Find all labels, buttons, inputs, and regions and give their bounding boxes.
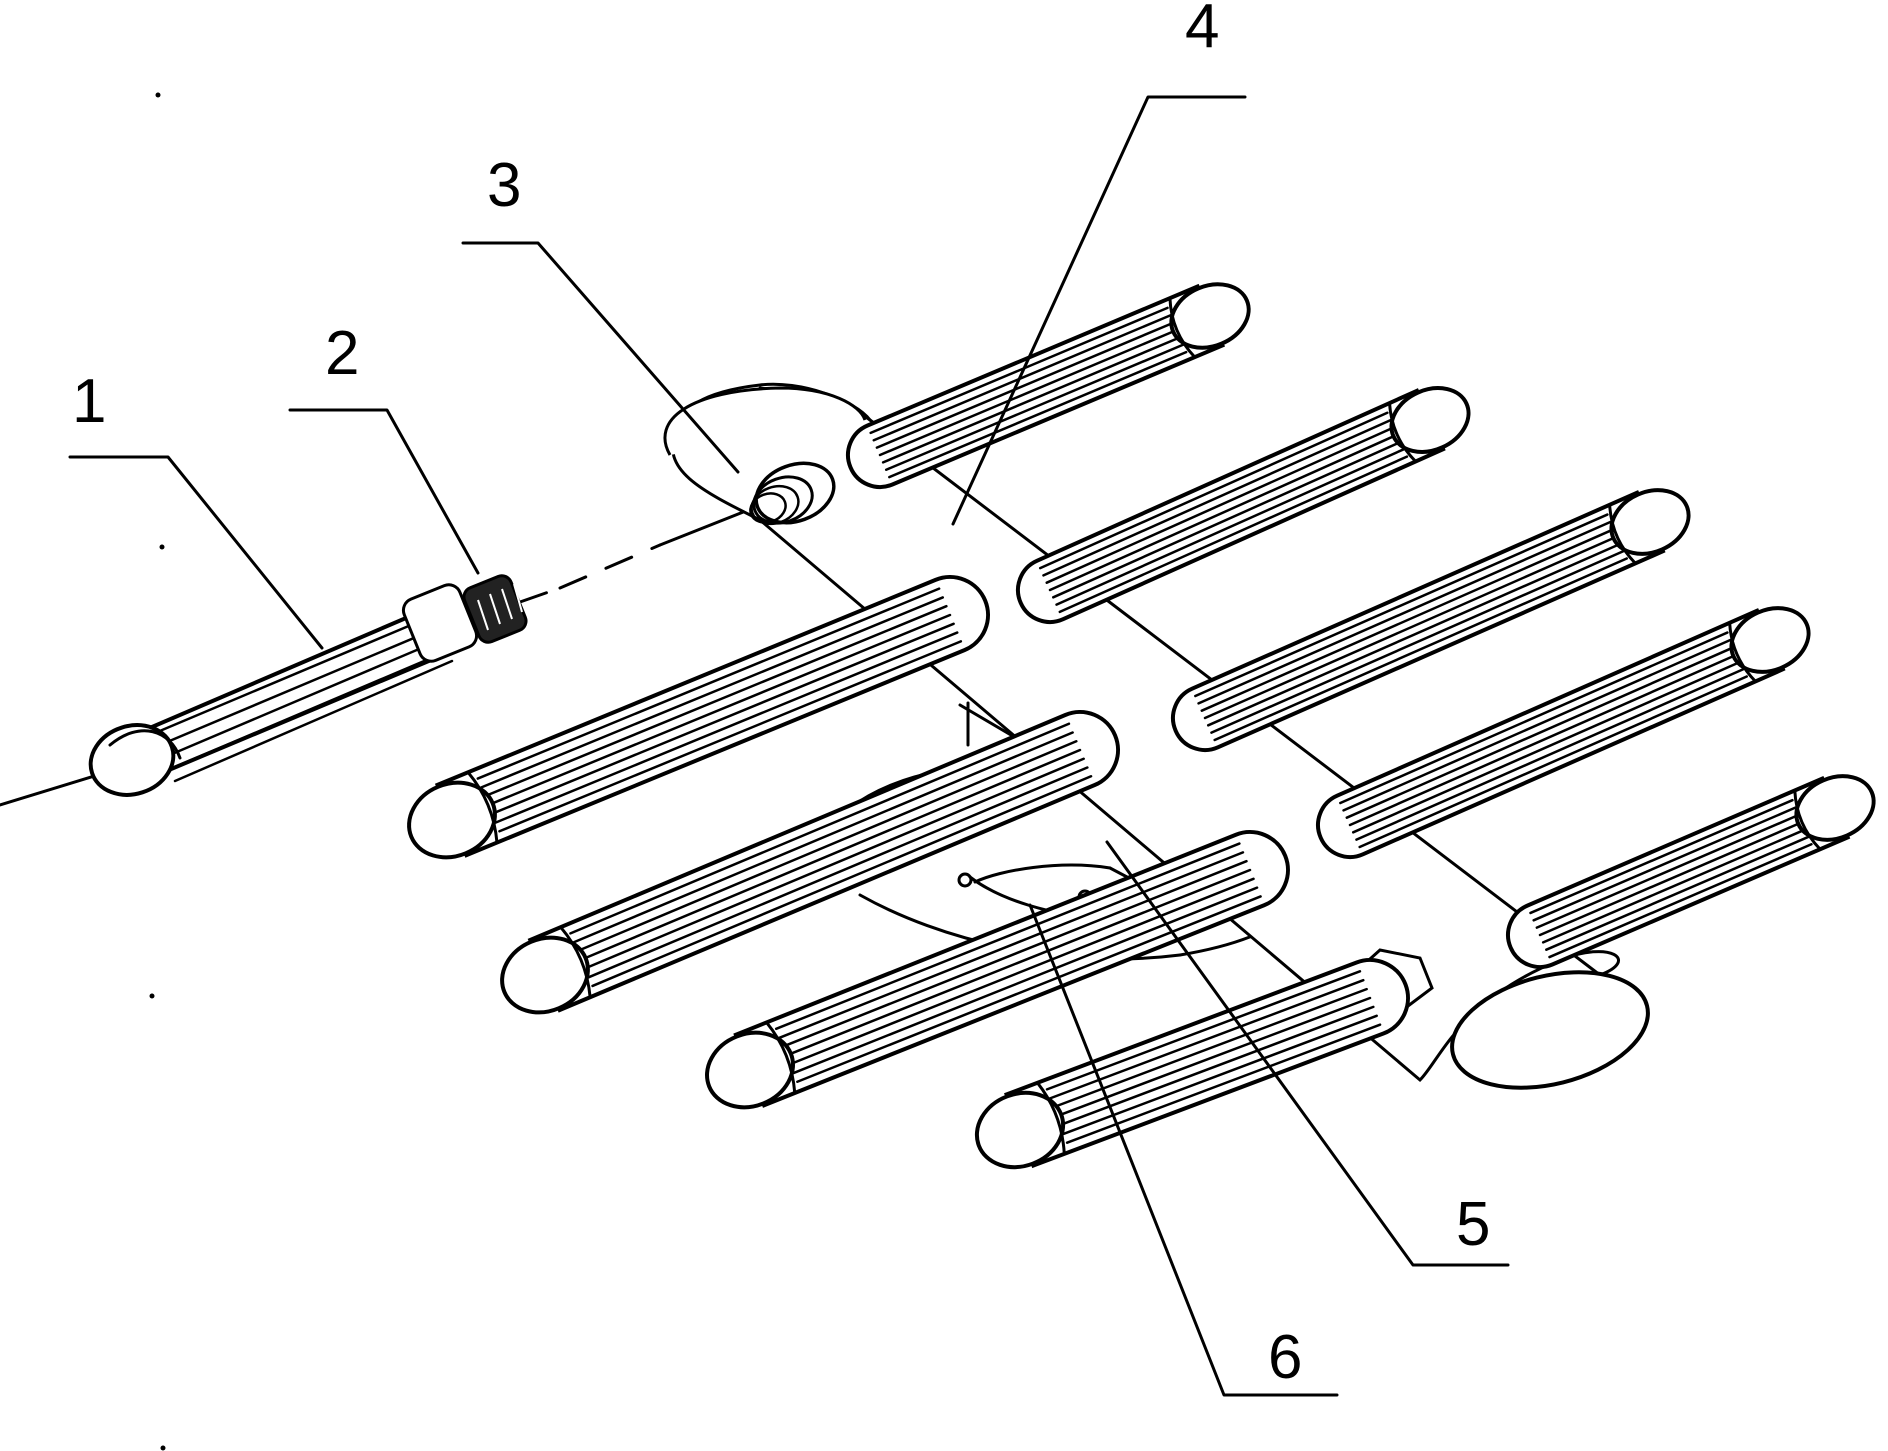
- stray-dots: [149, 92, 166, 1451]
- rod-5: [1506, 774, 1876, 969]
- thread-nipple: [462, 574, 528, 644]
- rod-4: [1316, 606, 1811, 859]
- leader-lines: [68, 95, 1510, 1397]
- callout-5: 5: [1456, 1190, 1490, 1259]
- callout-6: 6: [1268, 1323, 1302, 1392]
- rod-3: [1171, 488, 1691, 752]
- rod-6: [407, 575, 990, 860]
- callout-labels: 1 2 3 4 5 6: [72, 0, 1490, 1392]
- manifold-body: [663, 382, 1650, 1090]
- callout-4: 4: [1185, 0, 1219, 61]
- threaded-socket: [749, 461, 836, 526]
- rod-7: [500, 710, 1120, 1015]
- callout-2: 2: [325, 319, 359, 388]
- callout-3: 3: [487, 151, 521, 220]
- rod-1: [846, 282, 1251, 489]
- rod-9: [974, 958, 1410, 1170]
- rods: [407, 282, 1876, 1170]
- rod-2: [1016, 386, 1471, 624]
- detached-rod: [88, 574, 528, 797]
- callout-1: 1: [72, 367, 106, 436]
